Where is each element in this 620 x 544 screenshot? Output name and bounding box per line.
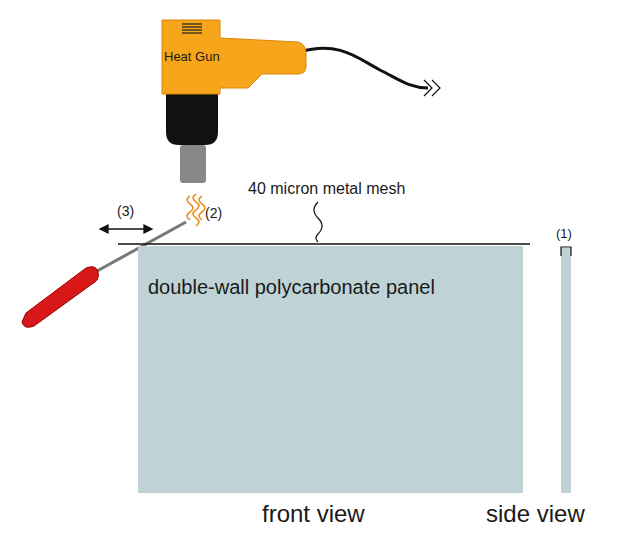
motion-arrow [100,225,152,233]
heat-gun-nozzle [166,94,218,145]
heat-waves [187,194,205,226]
thickness-bracket [561,247,571,256]
panel-label: double-wall polycarbonate panel [148,276,435,299]
heat-gun-tip [180,145,206,183]
view-label: front view [262,500,365,528]
panel-front-view: double-wall polycarbonate panel [138,246,523,493]
callout-number: (2) [205,205,222,221]
view-label: side view [486,500,585,528]
screwdriver-handle [22,267,98,328]
mesh-label: 40 micron metal mesh [248,180,405,198]
callout-number: (3) [117,203,134,219]
leader-line [314,202,322,242]
heat-gun-body: Heat Gun [158,18,308,96]
power-cord [300,48,428,88]
panel-side-view [561,248,571,493]
metal-mesh [118,243,530,245]
callout-number: (1) [556,226,572,241]
cord-break [424,80,440,96]
tool-label: Heat Gun [164,49,220,64]
